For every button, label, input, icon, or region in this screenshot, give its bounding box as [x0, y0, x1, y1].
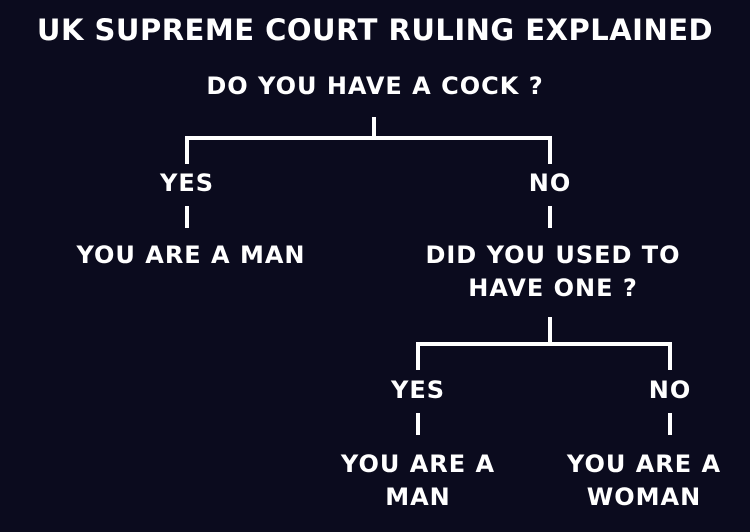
root-branch-connector — [185, 136, 552, 140]
root-no-label: NO — [528, 169, 572, 197]
second-yes-result-line1: YOU ARE A — [340, 450, 496, 478]
root-no-drop-connector — [548, 136, 552, 164]
root-question: DO YOU HAVE A COCK ? — [206, 72, 544, 100]
root-yes-label: YES — [159, 169, 215, 197]
second-no-result: YOU ARE A WOMAN — [538, 448, 750, 514]
second-yes-label: YES — [390, 376, 446, 404]
second-no-drop-connector — [668, 342, 672, 370]
root-stem-connector — [372, 117, 376, 139]
root-no-connector — [548, 206, 552, 228]
second-stem-connector — [548, 317, 552, 345]
second-branch-connector — [416, 342, 672, 346]
root-yes-result: YOU ARE A MAN — [76, 241, 306, 269]
flowchart-title: UK SUPREME COURT RULING EXPLAINED — [36, 13, 714, 47]
second-no-connector — [668, 413, 672, 435]
second-no-result-line1: YOU ARE A — [566, 450, 722, 478]
second-no-result-line2: WOMAN — [586, 483, 702, 511]
second-yes-connector — [416, 413, 420, 435]
root-yes-connector — [185, 206, 189, 228]
root-yes-drop-connector — [185, 136, 189, 164]
second-yes-result: YOU ARE A MAN — [298, 448, 538, 514]
second-question: DID YOU USED TO HAVE ONE ? — [383, 239, 723, 305]
second-question-line1: DID YOU USED TO — [425, 241, 681, 269]
second-yes-result-line2: MAN — [385, 483, 451, 511]
second-question-line2: HAVE ONE ? — [468, 274, 638, 302]
second-no-label: NO — [648, 376, 692, 404]
second-yes-drop-connector — [416, 342, 420, 370]
